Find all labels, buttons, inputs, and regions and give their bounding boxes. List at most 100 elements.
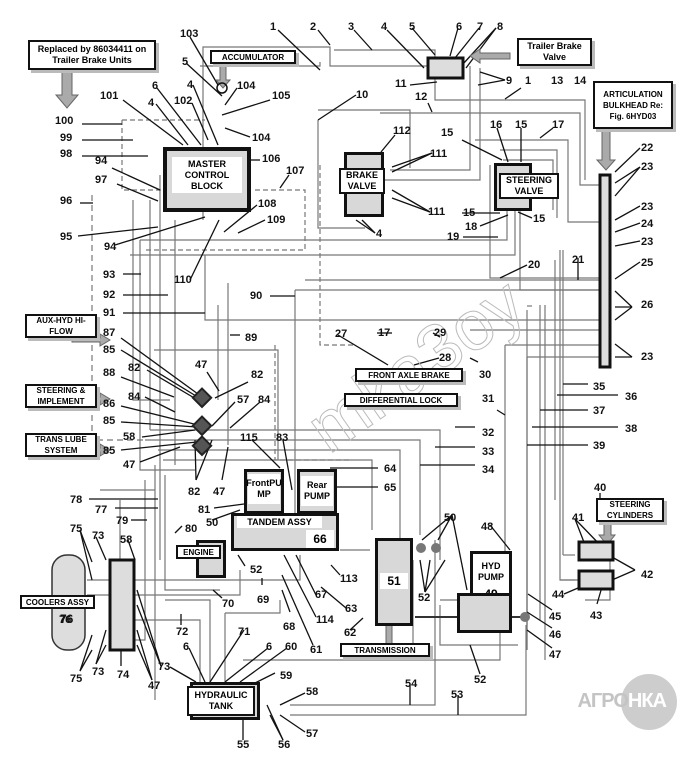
callout-number: 7: [477, 21, 483, 33]
callout-number: 57: [306, 728, 318, 740]
callout-number: 95: [60, 231, 72, 243]
callout-number: 47: [213, 486, 225, 498]
callout-number: 101: [100, 90, 118, 102]
callout-number: 23: [641, 201, 653, 213]
differential-lock-label: DIFFERENTIAL LOCK: [344, 393, 458, 407]
callout-number: 11: [395, 78, 407, 90]
callout-number: 73: [92, 666, 104, 678]
aux-hyd-text: AUX-HYD HI-FLOW: [36, 316, 86, 336]
line: [154, 349, 279, 460]
line: [334, 49, 436, 58]
callout-number: 10: [356, 89, 368, 101]
callout-number: 46: [549, 629, 561, 641]
brake-valve-text: BRAKE VALVE: [339, 168, 385, 194]
callout-number: 6: [152, 80, 158, 92]
line: [225, 600, 281, 614]
callout-number: 5: [409, 21, 415, 33]
callout-number: 64: [384, 463, 397, 475]
callout-number: 47: [195, 359, 207, 371]
callout-number: 17: [552, 119, 564, 131]
callout-number: 16: [490, 119, 502, 131]
callout-number: 30: [479, 369, 491, 381]
callout-number: 65: [384, 482, 396, 494]
line: [290, 625, 527, 716]
callout-number: 54: [405, 678, 418, 690]
coupling-icon: [520, 612, 530, 622]
callout-number: 73: [92, 530, 104, 542]
callout-number: 56: [278, 739, 290, 751]
callout-number: 75: [70, 523, 82, 535]
master-control-block-text: MASTER CONTROL BLOCK: [172, 157, 242, 193]
callout-number: 85: [103, 415, 115, 427]
aux-hyd-label: AUX-HYD HI-FLOW: [25, 314, 97, 338]
callout-number: 111: [430, 148, 447, 160]
callout-number: 115: [240, 432, 258, 444]
callout-number: 25: [641, 257, 653, 269]
callout-number: 42: [641, 569, 653, 581]
callout-number: 82: [251, 369, 263, 381]
watermark-logo: АГРОНКА: [577, 690, 667, 713]
line: [165, 599, 211, 690]
callout-number: 78: [70, 494, 82, 506]
hyd-pump-text: HYD PUMP: [476, 558, 506, 586]
callout-number: 86: [103, 398, 115, 410]
callout-number: 58: [306, 686, 318, 698]
callout-number: 89: [245, 332, 257, 344]
callout-number: 35: [593, 381, 605, 393]
callout-number: 100: [55, 115, 73, 127]
arrow-down-icon: [214, 65, 232, 89]
callout-number: 82: [188, 486, 200, 498]
line: [163, 459, 373, 530]
callout-number: 85: [103, 445, 115, 457]
tandem-assy-text: TANDEM ASSY: [237, 516, 322, 528]
pointer-arrows: [54, 48, 617, 646]
callout-number: 75: [70, 673, 82, 685]
callout-number: 48: [481, 521, 493, 533]
callout-number: 15: [463, 207, 475, 219]
callout-number: 4: [187, 79, 194, 91]
callout-number: 67: [315, 589, 327, 601]
callout-number: 104: [252, 132, 271, 144]
valve-diamond-icon: [191, 435, 213, 457]
line: [243, 620, 501, 661]
callout-number: 44: [552, 589, 565, 601]
valve-diamonds: [191, 387, 213, 457]
callout-number: 15: [515, 119, 527, 131]
steering-implement-text: STEERING & IMPLEMENT: [36, 386, 86, 406]
steering-valve: STEERING VALVE: [494, 163, 559, 211]
callout-number: 72: [176, 626, 188, 638]
tandem-number: 66: [306, 530, 334, 548]
callout-number: 18: [465, 221, 477, 233]
callout-number: 15: [533, 213, 545, 225]
coolers-assy-text: COOLERS ASSY: [25, 597, 90, 607]
callout-number: 90: [250, 290, 262, 302]
steering-implement-label: STEERING & IMPLEMENT: [25, 384, 97, 408]
callout-number: 81: [198, 504, 210, 516]
callout-number: 5: [182, 56, 188, 68]
line: [318, 109, 411, 168]
callout-number: 43: [590, 610, 602, 622]
accumulator-text: ACCUMULATOR: [221, 52, 285, 62]
tandem-assy: TANDEM ASSY 66: [231, 513, 339, 551]
steering-cylinders-label: STEERING CYLINDERS: [596, 498, 664, 522]
callout-number: 47: [549, 649, 561, 661]
line: [390, 66, 471, 171]
master-control-block: MASTER CONTROL BLOCK: [163, 147, 251, 212]
callout-number: 97: [95, 174, 107, 186]
watermark-circle: [621, 674, 677, 730]
callout-number: 93: [103, 269, 115, 281]
callout-number: 31: [482, 393, 494, 405]
front-pump: FrontPU MP: [244, 469, 284, 514]
callout-number: 87: [103, 327, 115, 339]
callout-number: 8: [497, 21, 503, 33]
callout-number: 20: [528, 259, 540, 271]
steering-cylinder-block: [577, 569, 615, 591]
callout-number: 60: [285, 641, 297, 653]
callout-number: 84: [258, 394, 271, 406]
coolers-number: 76: [60, 612, 74, 626]
callout-number: 83: [276, 432, 288, 444]
callout-number: 59: [280, 670, 292, 682]
callout-number: 52: [418, 592, 430, 604]
callout-number: 69: [257, 594, 269, 606]
